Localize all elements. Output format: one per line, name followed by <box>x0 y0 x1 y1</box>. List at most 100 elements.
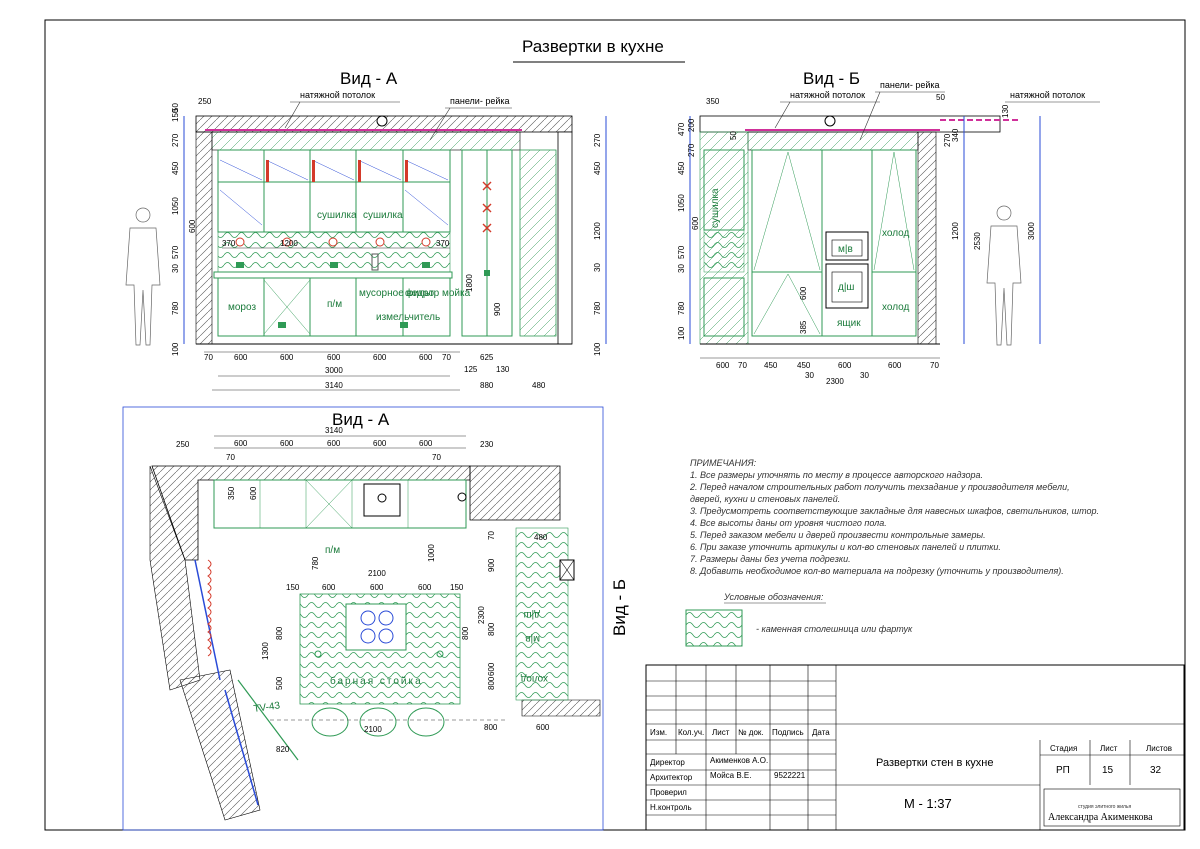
svg-text:2300: 2300 <box>826 377 844 386</box>
svg-text:270: 270 <box>943 133 952 147</box>
filter-label: фильтр мойка <box>405 287 471 299</box>
plan-microwave-label: м|в <box>525 633 540 644</box>
svg-text:600: 600 <box>373 439 387 448</box>
svg-text:600: 600 <box>716 361 730 370</box>
svg-text:600: 600 <box>419 439 433 448</box>
svg-text:600: 600 <box>322 583 336 592</box>
svg-text:3. Предусмотреть соответствующ: 3. Предусмотреть соответствующие закладн… <box>690 506 1099 516</box>
tv-label: TV-43 <box>253 700 281 715</box>
svg-text:30: 30 <box>677 264 686 273</box>
svg-text:130: 130 <box>1001 104 1010 118</box>
svg-text:2300: 2300 <box>477 606 486 624</box>
svg-text:6. При заказе уточнить артикул: 6. При заказе уточнить артикулы и кол-во… <box>690 542 1001 552</box>
svg-text:370: 370 <box>222 239 236 248</box>
view-a-title: Вид - А <box>340 69 398 88</box>
stamp-stage-header: Стадия <box>1050 744 1077 753</box>
svg-text:450: 450 <box>171 161 180 175</box>
stamp-role-architect: Архитектор <box>650 773 693 782</box>
ceiling-label-b2: натяжной потолок <box>1010 90 1085 100</box>
svg-text:800: 800 <box>461 626 470 640</box>
svg-text:780: 780 <box>311 556 320 570</box>
legend-item: - каменная столешница или фартук <box>756 624 913 634</box>
svg-text:900: 900 <box>487 558 496 572</box>
svg-text:800: 800 <box>484 723 498 732</box>
svg-text:600: 600 <box>249 486 258 500</box>
stamp-name-director: Акименков А.О. <box>710 756 768 765</box>
view-b-elevation: Вид - Б сушилка м|в д|ш ящик холод холод <box>677 69 1100 386</box>
freezer-label: мороз <box>228 302 256 313</box>
svg-text:780: 780 <box>677 301 686 315</box>
legend: Условные обозначения: - каменная столешн… <box>685 592 913 647</box>
svg-text:30: 30 <box>593 263 602 272</box>
stamp-role-checked: Проверил <box>650 788 687 797</box>
notes-title: ПРИМЕЧАНИЯ: <box>690 458 757 468</box>
svg-text:625: 625 <box>480 353 494 362</box>
dryer-label-2: сушилка <box>363 210 403 221</box>
stamp-h-kol: Кол.уч. <box>678 728 704 737</box>
svg-text:1200: 1200 <box>593 222 602 240</box>
view-b-title: Вид - Б <box>803 69 860 88</box>
svg-text:600: 600 <box>188 219 197 233</box>
svg-text:100: 100 <box>593 342 602 356</box>
svg-text:385: 385 <box>799 320 808 334</box>
svg-text:600: 600 <box>418 583 432 592</box>
drawer-label: ящик <box>837 318 861 329</box>
svg-text:250: 250 <box>198 97 212 106</box>
human-figure-a <box>125 207 161 346</box>
svg-text:230: 230 <box>480 440 494 449</box>
svg-text:450: 450 <box>593 161 602 175</box>
legend-title: Условные обозначения: <box>723 592 824 602</box>
svg-text:1050: 1050 <box>677 194 686 212</box>
stamp-sheet-name: Развертки стен в кухне <box>876 757 993 769</box>
svg-text:570: 570 <box>171 245 180 259</box>
svg-text:100: 100 <box>171 342 180 356</box>
side-dryer-label: сушилка <box>710 188 721 228</box>
cold-label-2: холод <box>882 302 910 313</box>
svg-text:350: 350 <box>706 97 720 106</box>
svg-text:130: 130 <box>496 365 510 374</box>
svg-text:125: 125 <box>464 365 478 374</box>
svg-text:270: 270 <box>171 133 180 147</box>
stamp-h-izm: Изм. <box>650 728 667 737</box>
ceiling-label-b: натяжной потолок <box>790 90 865 100</box>
svg-text:1. Все размеры уточнять по мес: 1. Все размеры уточнять по месту в проце… <box>690 470 983 480</box>
stamp-name-architect: Мойса В.Е. <box>710 771 751 780</box>
svg-text:70: 70 <box>432 453 441 462</box>
logo-small: студия элитного жилья <box>1078 804 1132 810</box>
svg-text:900: 900 <box>493 302 502 316</box>
stamp-num-architect: 9522221 <box>774 771 806 780</box>
svg-text:2100: 2100 <box>364 725 382 734</box>
svg-text:3140: 3140 <box>325 426 343 435</box>
notes: ПРИМЕЧАНИЯ: 1. Все размеры уточнять по м… <box>689 458 1099 576</box>
svg-text:780: 780 <box>171 301 180 315</box>
svg-text:600: 600 <box>234 439 248 448</box>
svg-text:350: 350 <box>227 486 236 500</box>
svg-text:270: 270 <box>687 143 696 157</box>
svg-text:8. Добавить необходимое кол-во: 8. Добавить необходимое кол-во материала… <box>690 566 1064 576</box>
grinder-label: измельчитель <box>376 312 440 323</box>
dryer-label-1: сушилка <box>317 210 357 221</box>
svg-text:30: 30 <box>805 371 814 380</box>
svg-text:3000: 3000 <box>1027 222 1036 240</box>
svg-text:880: 880 <box>480 381 494 390</box>
svg-text:2. Перед началом строительных: 2. Перед началом строительных работ полу… <box>689 482 1070 492</box>
svg-text:2530: 2530 <box>973 232 982 250</box>
svg-text:600: 600 <box>370 583 384 592</box>
svg-text:150: 150 <box>286 583 300 592</box>
plan-view-title: Вид - А <box>332 410 390 429</box>
svg-text:600: 600 <box>234 353 248 362</box>
svg-text:50: 50 <box>936 93 945 102</box>
svg-text:1000: 1000 <box>427 544 436 562</box>
svg-text:270: 270 <box>593 133 602 147</box>
svg-text:600: 600 <box>487 662 496 676</box>
svg-text:70: 70 <box>487 531 496 540</box>
logo-big: Александра Акименкова <box>1048 812 1153 823</box>
sheet-title: Развертки в кухне <box>522 37 664 56</box>
svg-text:70: 70 <box>226 453 235 462</box>
svg-text:50: 50 <box>729 131 738 140</box>
svg-text:30: 30 <box>860 371 869 380</box>
plan-cold-label: холод <box>520 673 548 684</box>
cold-label-1: холод <box>882 228 910 239</box>
stamp-sheet-header: Лист <box>1100 744 1118 753</box>
